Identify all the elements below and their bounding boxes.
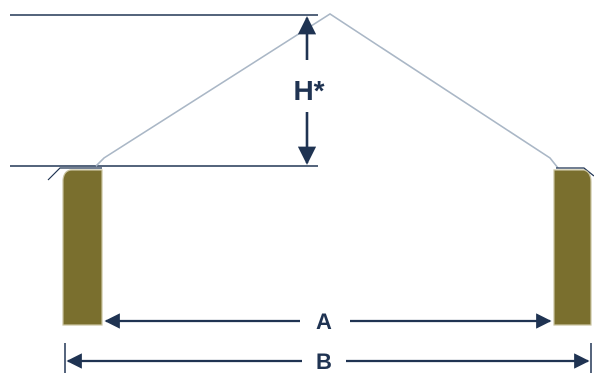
inner-width-label: A: [316, 309, 332, 334]
height-label: H*: [293, 75, 324, 106]
left-wall: [62, 169, 103, 326]
outer-width-label: B: [316, 349, 332, 373]
right-wall: [553, 169, 592, 326]
left-eave-cap: [47, 167, 102, 181]
roof-outline: [95, 13, 559, 169]
right-eave-cap: [556, 167, 594, 177]
